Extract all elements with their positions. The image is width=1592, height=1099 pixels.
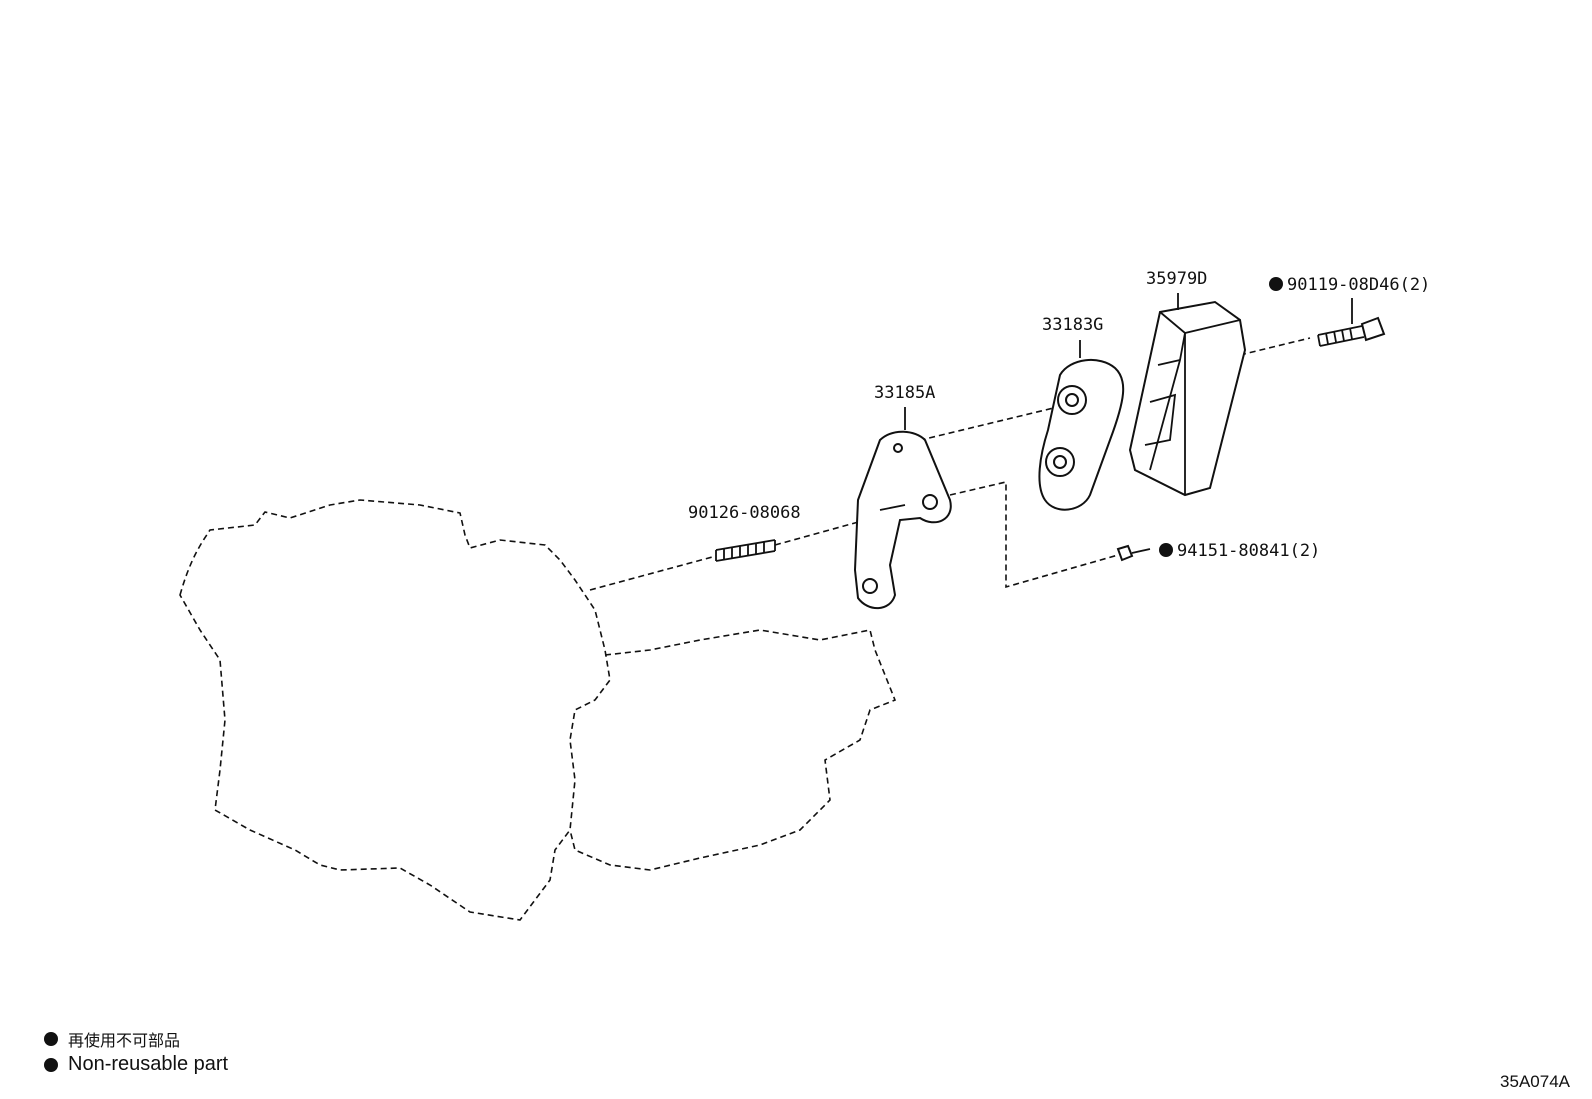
part-label-33185A: 33185A bbox=[874, 383, 935, 403]
transmission-outline bbox=[569, 629, 897, 871]
mount-33183G bbox=[1038, 358, 1125, 511]
legend-ja-text: 再使用不可部品 bbox=[68, 1033, 181, 1050]
leader-mount-to-bolt bbox=[1239, 337, 1311, 356]
leader-stud-to-engine bbox=[589, 555, 717, 591]
legend-english: Non-reusable part bbox=[44, 1053, 228, 1076]
engine-outline bbox=[179, 499, 611, 921]
part-label-90119-08D46: 90119-08D46(2) bbox=[1287, 275, 1430, 295]
nut-94151-80841 bbox=[1116, 544, 1151, 562]
bullet-icon bbox=[44, 1057, 58, 1072]
part-label-90126-08068: 90126-08068 bbox=[688, 503, 801, 523]
non-reusable-marker-90119 bbox=[1269, 277, 1283, 291]
bullet-icon bbox=[44, 1032, 58, 1046]
part-label-35979D: 35979D bbox=[1146, 269, 1207, 289]
leader-bracket-to-nut bbox=[949, 480, 1119, 589]
block-35979D bbox=[1128, 300, 1247, 497]
non-reusable-marker-94151 bbox=[1159, 543, 1173, 557]
part-label-33183G: 33183G bbox=[1042, 315, 1103, 335]
leader-bracket-to-mount bbox=[899, 404, 1067, 446]
legend-en-text: Non-reusable part bbox=[68, 1053, 229, 1075]
diagram-code: 35A074A bbox=[1500, 1072, 1570, 1091]
stud-90126-08068 bbox=[715, 539, 776, 562]
part-label-94151-80841: 94151-80841(2) bbox=[1177, 541, 1320, 561]
bracket-33185A bbox=[853, 430, 952, 610]
legend-japanese: 再使用不可部品 bbox=[44, 1027, 180, 1051]
bolt-90119-08D46 bbox=[1317, 316, 1386, 347]
